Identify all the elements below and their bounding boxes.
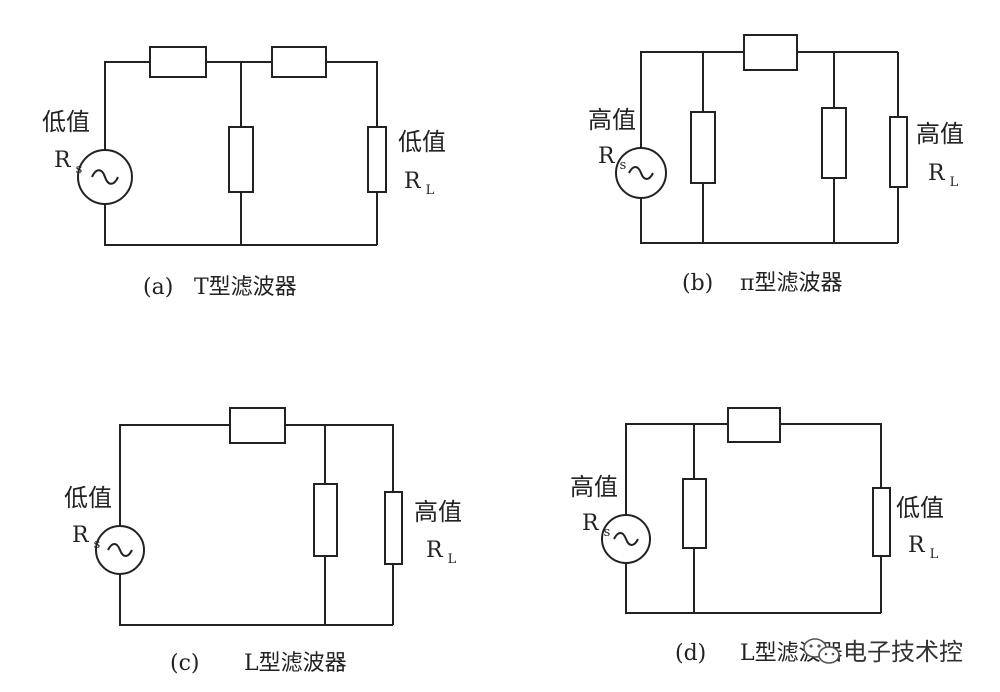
wire: [625, 563, 881, 614]
caption-letter: (b): [682, 271, 713, 296]
watermark-text: 电子技术控: [843, 638, 963, 666]
load-resistor: [384, 491, 403, 565]
series-resistor: [229, 407, 286, 444]
wire: [640, 51, 744, 148]
source-label: 低值: [42, 108, 90, 136]
caption-text: π型滤波器: [740, 271, 842, 296]
load-resistor: [367, 126, 387, 193]
wire: [780, 423, 882, 488]
shunt-resistor: [313, 483, 338, 557]
wechat-icon: [803, 638, 840, 664]
caption-text: L型滤波器: [244, 651, 347, 676]
wire: [285, 424, 394, 492]
wire: [104, 61, 150, 150]
load-label: 低值: [398, 128, 446, 156]
wire: [640, 198, 898, 244]
load-resistor: [872, 487, 891, 557]
shunt-resistor: [682, 478, 707, 549]
wire: [119, 424, 230, 525]
load-label: 高值: [916, 120, 964, 148]
watermark: 电子技术控: [803, 638, 963, 666]
shunt-resistor: [228, 126, 254, 193]
series-resistor: [727, 407, 781, 443]
series-resistor: [743, 34, 798, 71]
source-label: 低值: [64, 484, 112, 512]
wire: [104, 204, 377, 246]
source-label: 高值: [588, 106, 636, 134]
series-resistor: [149, 46, 207, 78]
load-label: 低值: [896, 494, 944, 522]
ac-source: [601, 514, 651, 564]
caption-letter: (a): [143, 275, 173, 300]
caption-letter: (c): [170, 651, 200, 676]
ac-source: [77, 149, 133, 205]
shunt-resistor: [821, 107, 847, 179]
wire: [326, 61, 378, 127]
shunt-resistor: [690, 111, 716, 184]
source-label: 高值: [570, 473, 618, 501]
wire: [119, 575, 393, 626]
caption-letter: (d): [675, 641, 706, 666]
ac-source: [95, 525, 145, 575]
wire: [625, 423, 728, 515]
series-resistor: [271, 46, 327, 78]
caption-text: T型滤波器: [194, 275, 297, 300]
load-label: 高值: [414, 498, 462, 526]
ac-source: [615, 147, 667, 199]
load-resistor: [889, 116, 908, 188]
